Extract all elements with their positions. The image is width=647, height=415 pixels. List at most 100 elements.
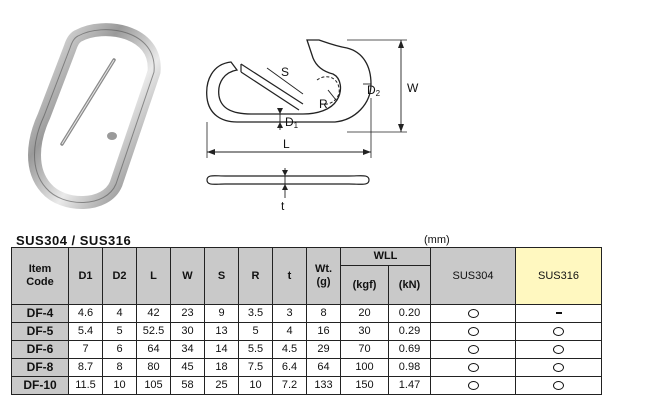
label-r: R <box>319 97 328 111</box>
header-sus316: SUS316 <box>515 247 602 305</box>
cell-sus304 <box>430 322 516 341</box>
cell-kn: 0.69 <box>388 340 431 359</box>
header-weight-line2: (g) <box>316 276 331 288</box>
cell-r: 10 <box>238 376 273 395</box>
header-kgf: (kgf) <box>340 265 389 305</box>
label-d1-main: D <box>285 115 294 129</box>
cell-kgf: 100 <box>340 358 389 377</box>
spec-table: Item Code D1 D2 L W S R t Wt. (g) WLL SU… <box>11 247 602 395</box>
cell-d1: 7 <box>68 340 103 359</box>
item-code-cell: DF-4 <box>11 304 69 323</box>
cell-wt: 16 <box>306 322 341 341</box>
cell-sus304 <box>430 358 516 377</box>
dimension-drawing: S R D2 W D1 L t <box>206 39 419 213</box>
available-circle-icon <box>553 326 564 336</box>
cell-sus304 <box>430 340 516 359</box>
cell-sus304 <box>430 304 516 323</box>
cell-kn: 0.98 <box>388 358 431 377</box>
header-weight-line1: Wt. <box>314 263 333 275</box>
cell-kgf: 30 <box>340 322 389 341</box>
cell-s: 14 <box>204 340 239 359</box>
cell-t: 4 <box>272 322 307 341</box>
cell-wt: 133 <box>306 376 341 395</box>
item-code-cell: DF-8 <box>11 358 69 377</box>
cell-kn: 1.47 <box>388 376 431 395</box>
cell-d1: 5.4 <box>68 322 103 341</box>
unit-label: (mm) <box>424 234 450 246</box>
available-circle-icon <box>553 362 564 372</box>
label-d2: D2 <box>367 83 381 98</box>
cell-w: 58 <box>170 376 205 395</box>
cell-l: 42 <box>136 304 171 323</box>
available-circle-icon <box>553 380 564 390</box>
cell-d2: 5 <box>102 322 137 341</box>
available-circle-icon <box>553 344 564 354</box>
label-t: t <box>281 199 285 213</box>
header-t: t <box>272 247 307 305</box>
available-circle-icon <box>467 344 479 354</box>
cell-kgf: 150 <box>340 376 389 395</box>
cell-kgf: 70 <box>340 340 389 359</box>
material-series-title: SUS304 / SUS316 <box>16 233 132 248</box>
label-l: L <box>283 137 290 151</box>
header-item-code-line1: Item <box>28 263 52 275</box>
cell-s: 25 <box>204 376 239 395</box>
cell-s: 9 <box>204 304 239 323</box>
cell-l: 105 <box>136 376 171 395</box>
label-s: S <box>281 65 289 79</box>
cell-sus316 <box>515 340 602 359</box>
cell-w: 23 <box>170 304 205 323</box>
cell-w: 34 <box>170 340 205 359</box>
cell-l: 80 <box>136 358 171 377</box>
cell-t: 6.4 <box>272 358 307 377</box>
cell-r: 5 <box>238 322 273 341</box>
cell-t: 3 <box>272 304 307 323</box>
available-circle-icon <box>467 326 479 336</box>
label-d1-sub: 1 <box>294 121 299 130</box>
label-d2-sub: 2 <box>376 89 381 98</box>
item-code-cell: DF-5 <box>11 322 69 341</box>
cell-wt: 64 <box>306 358 341 377</box>
cell-d1: 4.6 <box>68 304 103 323</box>
cell-kn: 0.29 <box>388 322 431 341</box>
header-d2: D2 <box>102 247 137 305</box>
cell-d2: 6 <box>102 340 137 359</box>
label-d1: D1 <box>285 115 299 130</box>
available-circle-icon <box>467 362 479 372</box>
carabiner-photo <box>28 23 161 209</box>
unavailable-dash-icon <box>555 312 562 314</box>
cell-wt: 8 <box>306 304 341 323</box>
item-code-cell: DF-6 <box>11 340 69 359</box>
cell-w: 30 <box>170 322 205 341</box>
cell-d2: 10 <box>102 376 137 395</box>
header-kn: (kN) <box>388 265 431 305</box>
label-w: W <box>407 81 419 95</box>
cell-d2: 4 <box>102 304 137 323</box>
cell-kgf: 20 <box>340 304 389 323</box>
header-item-code: Item Code <box>11 247 69 305</box>
header-weight: Wt. (g) <box>306 247 341 305</box>
cell-sus316 <box>515 304 602 323</box>
header-w: W <box>170 247 205 305</box>
header-l: L <box>136 247 171 305</box>
header-sus304: SUS304 <box>430 247 516 305</box>
cell-wt: 29 <box>306 340 341 359</box>
cell-t: 4.5 <box>272 340 307 359</box>
item-code-cell: DF-10 <box>11 376 69 395</box>
cell-l: 52.5 <box>136 322 171 341</box>
cell-l: 64 <box>136 340 171 359</box>
available-circle-icon <box>467 380 479 390</box>
cell-kn: 0.20 <box>388 304 431 323</box>
cell-w: 45 <box>170 358 205 377</box>
cell-r: 5.5 <box>238 340 273 359</box>
header-item-code-line2: Code <box>26 276 54 288</box>
cell-s: 13 <box>204 322 239 341</box>
cell-d1: 11.5 <box>68 376 103 395</box>
header-r: R <box>238 247 273 305</box>
cell-sus316 <box>515 376 602 395</box>
